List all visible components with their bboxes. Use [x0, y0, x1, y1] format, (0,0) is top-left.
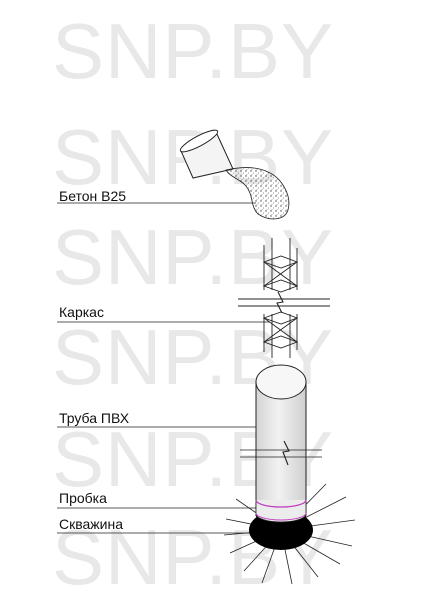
- concrete-label: Бетон B25: [59, 188, 127, 204]
- reinforcement-cage-icon: [238, 238, 330, 358]
- concrete-bucket-icon: [179, 129, 234, 179]
- pvc-pipe-icon: [240, 364, 322, 524]
- watermark-1: SNP.BY: [52, 7, 335, 95]
- plug-label: Пробка: [59, 490, 107, 506]
- frame-label: Каркас: [59, 304, 104, 320]
- well-label: Скважина: [59, 516, 124, 532]
- watermark-3: SNP.BY: [52, 213, 335, 301]
- concrete-pour-icon: [225, 167, 290, 220]
- plug-ring-icon: [255, 499, 307, 523]
- pipe-label: Труба ПВХ: [59, 410, 130, 426]
